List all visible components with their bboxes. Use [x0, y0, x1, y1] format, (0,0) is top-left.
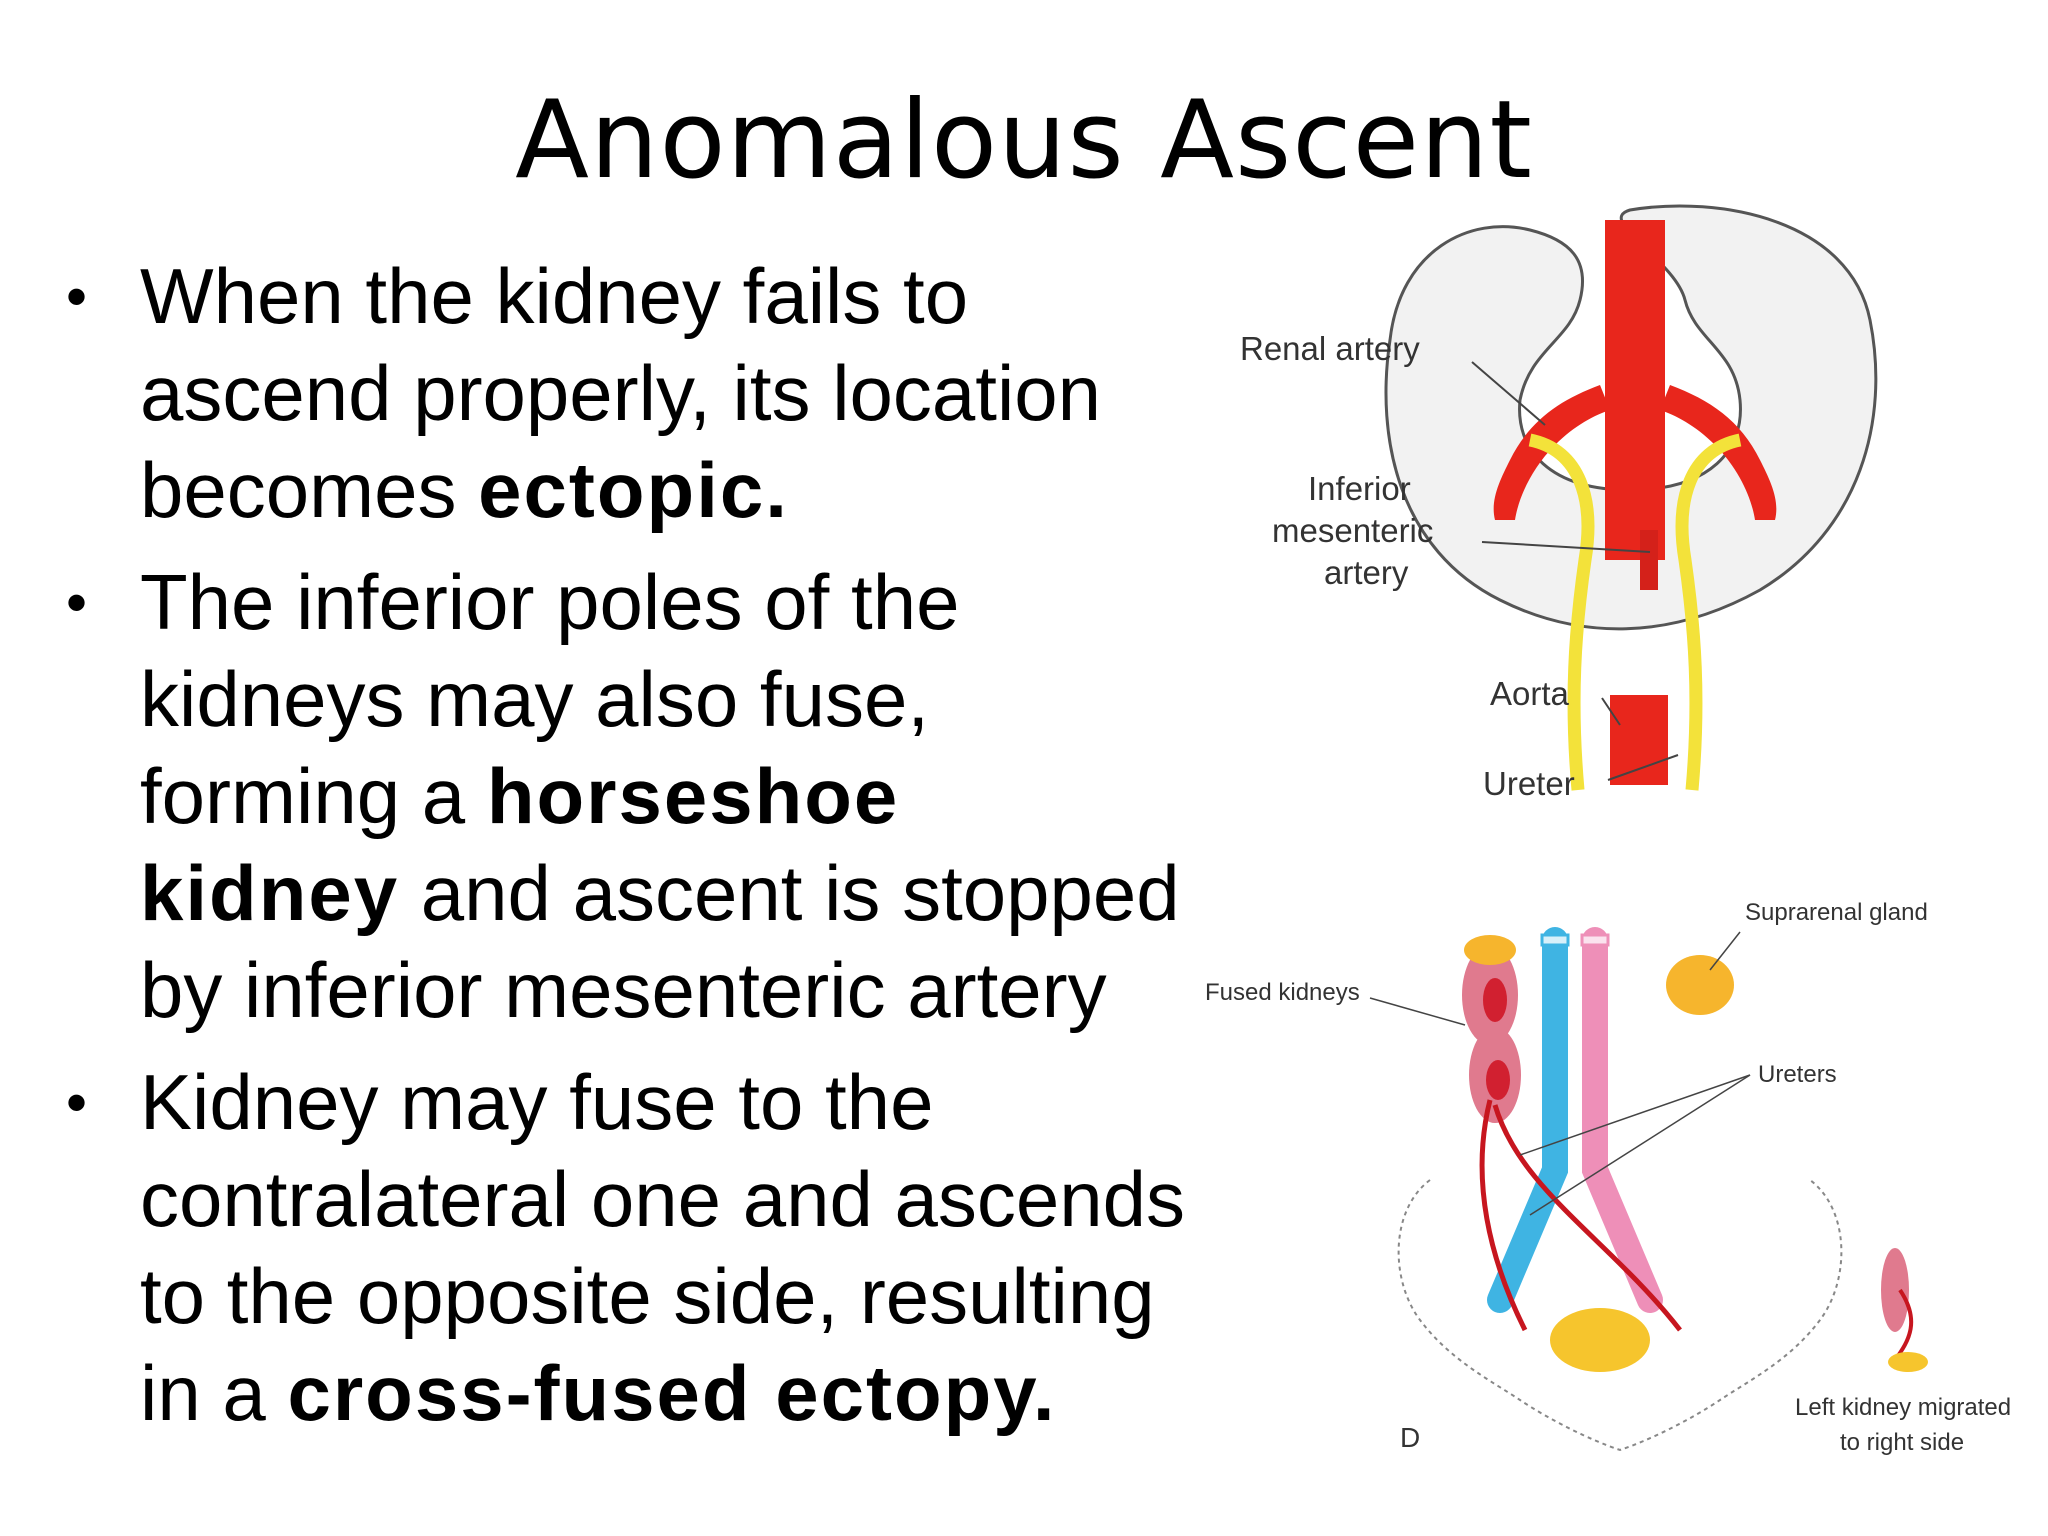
ureter-left	[1528, 433, 1595, 791]
ureter-right	[1675, 433, 1742, 791]
label-ureters: Ureters	[1758, 1061, 1837, 1088]
ivc-top	[1540, 933, 1570, 947]
bullet-line: contralateral one and ascends	[140, 1155, 1186, 1243]
bullet-dot-icon: •	[66, 1069, 88, 1136]
horseshoe-kidney-figure: Renal artery Inferior mesenteric artery …	[1240, 204, 1878, 802]
label-ureter: Ureter	[1483, 765, 1575, 802]
label-suprarenal-gland: Suprarenal gland	[1745, 899, 1928, 926]
label-renal-artery: Renal artery	[1240, 330, 1420, 367]
slide-title: Anomalous Ascent	[515, 78, 1533, 203]
renal-artery-left	[1493, 385, 1610, 520]
bullet-line: becomes ectopic.	[140, 446, 789, 534]
label-inferior-mesenteric-1: Inferior	[1308, 470, 1411, 507]
inferior-mesenteric-artery	[1640, 530, 1658, 590]
ureter-crossing-2	[1479, 1099, 1528, 1332]
bullet-line: The inferior poles of the	[140, 558, 960, 646]
bullet-line: in a cross-fused ectopy.	[140, 1349, 1057, 1437]
renal-artery-right	[1660, 385, 1777, 520]
crossed-ectopy-figure: Suprarenal gland Fused kidneys Ureters D…	[1205, 899, 2011, 1456]
suprarenal-gland-right	[1666, 955, 1734, 1015]
aorta-upper	[1605, 220, 1665, 560]
ivc-vessel	[1487, 927, 1568, 1313]
emphasis-ectopic: ectopic.	[478, 446, 789, 534]
bullet-line: kidney and ascent is stopped	[140, 849, 1180, 937]
label-inferior-mesenteric-2: mesenteric	[1272, 512, 1433, 549]
bullet-list: • When the kidney fails to ascend proper…	[58, 248, 1188, 1448]
aorta-vessel	[1582, 927, 1663, 1313]
bladder	[1550, 1308, 1650, 1372]
ureter-crossing-1	[1492, 1104, 1682, 1332]
bullet-item: • When the kidney fails to ascend proper…	[58, 248, 1188, 539]
caption-line-2: to right side	[1840, 1429, 1964, 1456]
label-aorta: Aorta	[1490, 675, 1570, 712]
bullet-line: ascend properly, its location	[140, 349, 1102, 437]
bullet-line: to the opposite side, resulting	[140, 1252, 1155, 1340]
aorta-lower	[1610, 695, 1668, 785]
bullet-item: • Kidney may fuse to the contralateral o…	[58, 1054, 1188, 1442]
emphasis-cross-fused-ectopy: cross-fused ectopy.	[287, 1349, 1057, 1437]
bullet-line: Kidney may fuse to the	[140, 1058, 934, 1146]
bullet-line: by inferior mesenteric artery	[140, 946, 1107, 1034]
label-fused-kidneys: Fused kidneys	[1205, 979, 1360, 1006]
fused-kidney-inner-1	[1483, 978, 1507, 1022]
bullet-line: forming a horseshoe	[140, 752, 900, 840]
emphasis-kidney: kidney	[140, 849, 400, 937]
fused-kidney-inner-2	[1486, 1060, 1510, 1100]
bullet-dot-icon: •	[66, 263, 88, 330]
aorta-top	[1580, 933, 1610, 947]
inset-bladder	[1888, 1352, 1928, 1372]
emphasis-horseshoe: horseshoe	[486, 752, 900, 840]
horseshoe-kidney-shape	[1384, 204, 1878, 631]
suprarenal-gland-left	[1464, 935, 1516, 965]
bullet-line: kidneys may also fuse,	[140, 655, 930, 743]
bullet-line: When the kidney fails to	[140, 252, 969, 340]
migrated-kidney-inset	[1881, 1248, 1909, 1332]
pelvis-outline	[1397, 1179, 1843, 1452]
caption-line-1: Left kidney migrated	[1795, 1394, 2011, 1421]
bullet-dot-icon: •	[66, 569, 88, 636]
panel-letter: D	[1400, 1422, 1420, 1453]
bullet-item: • The inferior poles of the kidneys may …	[58, 554, 1188, 1039]
label-inferior-mesenteric-3: artery	[1324, 554, 1409, 591]
